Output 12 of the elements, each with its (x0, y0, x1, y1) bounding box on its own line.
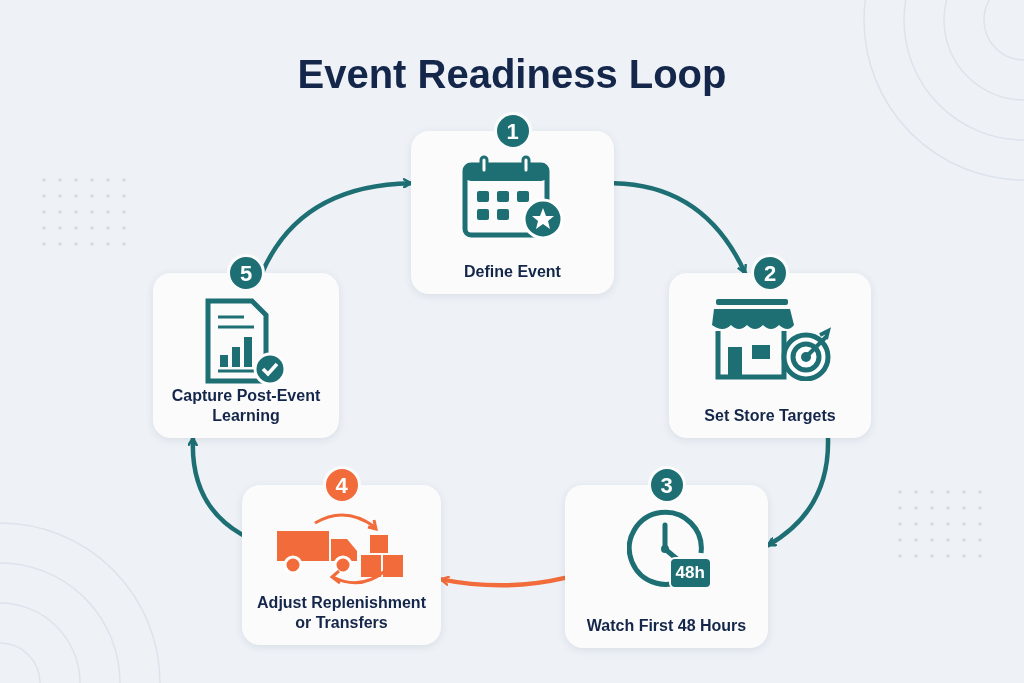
step-label: Capture Post-Event Learning (170, 386, 322, 426)
step-number: 5 (227, 254, 265, 292)
step-number: 4 (322, 466, 361, 504)
step-label: Define Event (464, 262, 561, 282)
step-number: 3 (647, 466, 686, 504)
step-label: Set Store Targets (704, 406, 836, 426)
time-badge: 48h (668, 557, 712, 589)
step-number: 1 (493, 112, 532, 150)
title: Event Readiness Loop (296, 51, 728, 98)
step-number: 2 (751, 254, 789, 292)
step-label: Adjust Replenishment or Transfers (256, 593, 427, 633)
step-label: Watch First 48 Hours (586, 616, 747, 636)
